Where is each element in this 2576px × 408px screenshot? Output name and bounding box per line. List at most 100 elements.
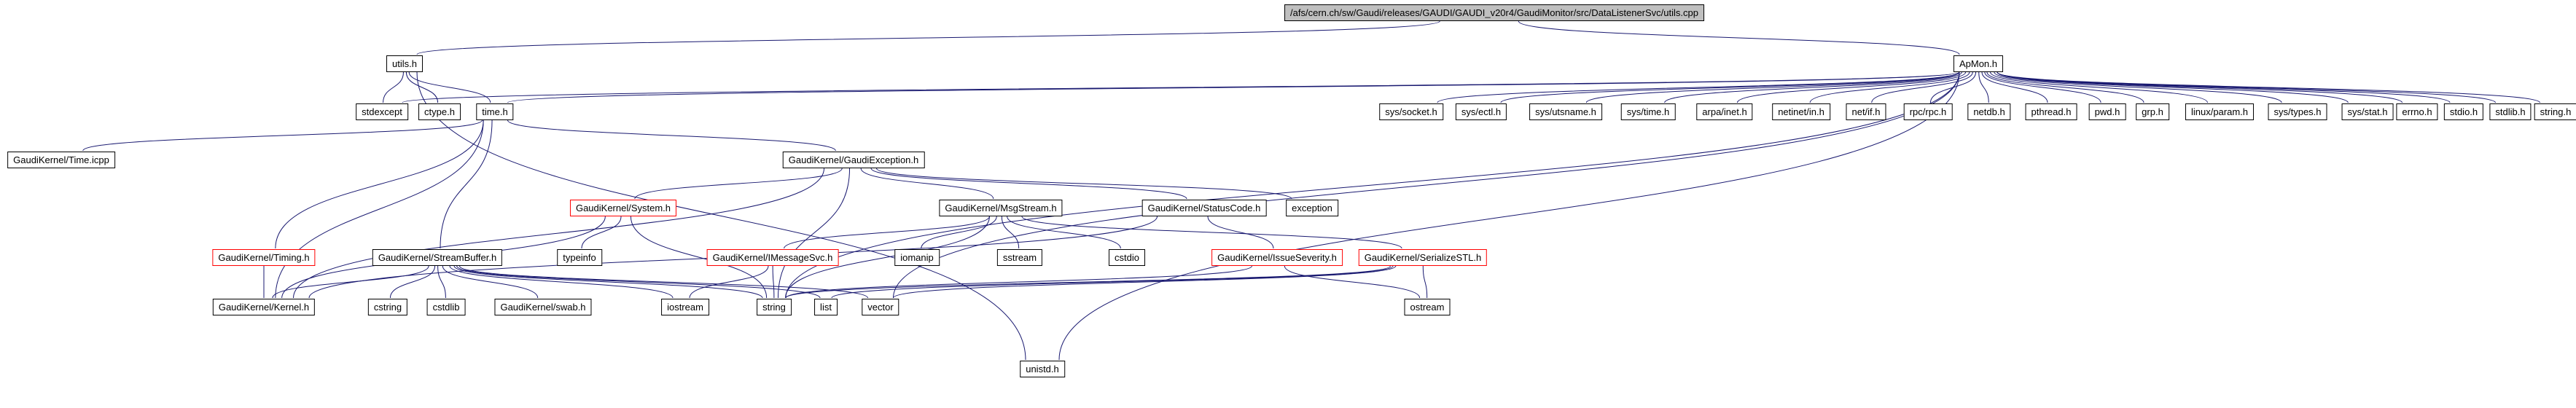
graph-edge-msgstream_h-to-iomanip: [921, 216, 997, 249]
graph-node-imessagesvc_h[interactable]: GaudiKernel/IMessageSvc.h: [706, 249, 839, 266]
graph-edge-serializestl_h-to-string_cpp: [785, 265, 1391, 299]
graph-edge-streambuffer_h-to-cstdlib: [437, 265, 446, 299]
graph-edge-apmon_h-to-sys_time_h: [1664, 71, 1962, 103]
graph-node-time_icpp[interactable]: GaudiKernel/Time.icpp: [7, 152, 115, 168]
graph-edge-imessagesvc_h-to-iostream: [689, 265, 769, 299]
graph-edge-gaudiexception_h-to-system_h: [634, 168, 843, 200]
graph-edge-apmon_h-to-net_if_h: [1871, 71, 1973, 103]
graph-edge-msgstream_h-to-string_cpp: [785, 216, 990, 299]
graph-node-netdb_h[interactable]: netdb.h: [1967, 103, 2011, 120]
graph-edge-apmon_h-to-sys_types_h: [1994, 71, 2282, 103]
graph-edge-gaudiexception_h-to-kernel_h: [292, 168, 825, 299]
graph-node-rpc_rpc_h[interactable]: rpc/rpc.h: [1903, 103, 1953, 120]
graph-edge-apmon_h-to-stdlib_h: [1997, 71, 2496, 103]
graph-edge-apmon_h-to-arpa_inet_h: [1736, 71, 1967, 103]
graph-edge-apmon_h-to-string_h: [1997, 71, 2540, 103]
graph-node-msgstream_h[interactable]: GaudiKernel/MsgStream.h: [939, 200, 1063, 216]
graph-edge-streambuffer_h-to-kernel_h: [272, 265, 429, 299]
graph-node-vector[interactable]: vector: [862, 299, 899, 315]
graph-node-cstdlib[interactable]: cstdlib: [426, 299, 466, 315]
graph-node-typeinfo[interactable]: typeinfo: [557, 249, 602, 266]
graph-node-errno_h[interactable]: errno.h: [2396, 103, 2438, 120]
graph-node-timing_h[interactable]: GaudiKernel/Timing.h: [212, 249, 316, 266]
graph-node-sys_socket_h[interactable]: sys/socket.h: [1379, 103, 1443, 120]
graph-node-apmon_h[interactable]: ApMon.h: [1953, 55, 2004, 72]
graph-edge-apmon_h-to-unistd_h: [1058, 71, 1960, 361]
graph-node-pthread_h[interactable]: pthread.h: [2025, 103, 2077, 120]
graph-node-sys_ectl_h[interactable]: sys/ectl.h: [1455, 103, 1507, 120]
graph-edge-apmon_h-to-string_cpp: [785, 71, 1960, 299]
graph-node-net_if_h[interactable]: net/if.h: [1846, 103, 1886, 120]
graph-edge-apmon_h-to-netinet_in_h: [1809, 71, 1970, 103]
graph-node-time_h[interactable]: time.h: [476, 103, 514, 120]
graph-node-netinet_in_h[interactable]: netinet/in.h: [1772, 103, 1830, 120]
graph-edge-gaudiexception_h-to-msgstream_h: [860, 168, 994, 200]
graph-node-pwd_h[interactable]: pwd.h: [2088, 103, 2126, 120]
graph-node-exception[interactable]: exception: [1286, 200, 1338, 216]
graph-node-serializestl_h[interactable]: GaudiKernel/SerializeSTL.h: [1358, 249, 1488, 266]
graph-edge-apmon_h-to-vector: [893, 71, 1960, 299]
graph-node-sys_types_h[interactable]: sys/types.h: [2268, 103, 2327, 120]
graph-edge-serializestl_h-to-ostream: [1422, 265, 1428, 299]
graph-node-cstdio[interactable]: cstdio: [1109, 249, 1145, 266]
graph-node-sys_time_h[interactable]: sys/time.h: [1620, 103, 1676, 120]
graph-edge-utils_h-to-time_h: [408, 71, 491, 103]
graph-edge-utils_cpp-to-apmon_h: [1518, 20, 1960, 55]
graph-edge-statuscode_h-to-issueseverity_h: [1207, 216, 1274, 249]
graph-edge-system_h-to-string_cpp: [630, 216, 768, 299]
graph-node-utils_h[interactable]: utils.h: [386, 55, 423, 72]
graph-node-sys_utsname_h[interactable]: sys/utsname.h: [1529, 103, 1602, 120]
graph-node-linux_param_h[interactable]: linux/param.h: [2185, 103, 2255, 120]
graph-node-list[interactable]: list: [814, 299, 838, 315]
graph-edge-utils_h-to-ctype_h: [405, 71, 439, 103]
graph-edge-utils_h-to-stdexcept: [383, 71, 404, 103]
graph-node-system_h[interactable]: GaudiKernel/System.h: [569, 200, 677, 216]
graph-edge-apmon_h-to-netdb_h: [1978, 71, 1989, 103]
graph-node-grp_h[interactable]: grp.h: [2136, 103, 2169, 120]
graph-node-swab_h[interactable]: GaudiKernel/swab.h: [494, 299, 592, 315]
graph-node-arpa_inet_h[interactable]: arpa/inet.h: [1696, 103, 1753, 120]
graph-node-iomanip[interactable]: iomanip: [894, 249, 940, 266]
graph-edge-utils_h-to-unistd_h: [416, 71, 1026, 361]
graph-edge-streambuffer_h-to-vector: [458, 265, 868, 299]
graph-edge-time_h-to-streambuffer_h: [440, 119, 493, 249]
graph-node-sys_stat_h[interactable]: sys/stat.h: [2341, 103, 2394, 120]
graph-node-ctype_h[interactable]: ctype.h: [418, 103, 461, 120]
graph-edge-imessagesvc_h-to-string_cpp: [772, 265, 775, 299]
graph-node-string_cpp[interactable]: string: [757, 299, 792, 315]
graph-edge-apmon_h-to-pwd_h: [1984, 71, 2101, 103]
graph-node-stdlib_h[interactable]: stdlib.h: [2489, 103, 2532, 120]
graph-node-streambuffer_h[interactable]: GaudiKernel/StreamBuffer.h: [372, 249, 503, 266]
graph-edge-gaudiexception_h-to-string_cpp: [777, 168, 851, 299]
graph-edge-time_h-to-gaudiexception_h: [507, 119, 836, 152]
graph-edge-msgstream_h-to-cstdio: [1007, 216, 1121, 249]
graph-edge-apmon_h-to-errno_h: [1997, 71, 2403, 103]
graph-node-ostream[interactable]: ostream: [1404, 299, 1451, 315]
graph-edge-apmon_h-to-pthread_h: [1981, 71, 2048, 103]
graph-edge-streambuffer_h-to-string_cpp: [453, 265, 763, 299]
graph-node-string_h[interactable]: string.h: [2534, 103, 2576, 120]
graph-node-gaudiexception_h[interactable]: GaudiKernel/GaudiException.h: [782, 152, 925, 168]
graph-node-sstream[interactable]: sstream: [996, 249, 1043, 266]
graph-edge-streambuffer_h-to-cstring: [389, 265, 436, 299]
graph-edge-serializestl_h-to-vector: [893, 265, 1397, 299]
graph-node-unistd_h[interactable]: unistd.h: [1020, 361, 1065, 377]
graph-node-iostream[interactable]: iostream: [661, 299, 709, 315]
graph-node-statuscode_h[interactable]: GaudiKernel/StatusCode.h: [1141, 200, 1267, 216]
graph-edge-apmon_h-to-sys_stat_h: [1997, 71, 2349, 103]
graph-edge-apmon_h-to-linux_param_h: [1990, 71, 2208, 103]
graph-edge-system_h-to-typeinfo: [581, 216, 622, 249]
graph-node-stdio_h[interactable]: stdio.h: [2443, 103, 2484, 120]
graph-edge-streambuffer_h-to-iostream: [449, 265, 674, 299]
graph-node-cstring[interactable]: cstring: [367, 299, 408, 315]
graph-edge-gaudiexception_h-to-statuscode_h: [870, 168, 1187, 200]
graph-node-stdexcept[interactable]: stdexcept: [356, 103, 408, 120]
graph-edge-apmon_h-to-time_h: [507, 71, 1960, 103]
graph-edge-streambuffer_h-to-swab_h: [442, 265, 539, 299]
graph-node-utils_cpp: /afs/cern.ch/sw/Gaudi/releases/GAUDI/GAU…: [1284, 4, 1704, 21]
graph-edge-apmon_h-to-sys_utsname_h: [1585, 71, 1960, 103]
graph-node-issueseverity_h[interactable]: GaudiKernel/IssueSeverity.h: [1211, 249, 1343, 266]
graph-node-kernel_h[interactable]: GaudiKernel/Kernel.h: [212, 299, 316, 315]
